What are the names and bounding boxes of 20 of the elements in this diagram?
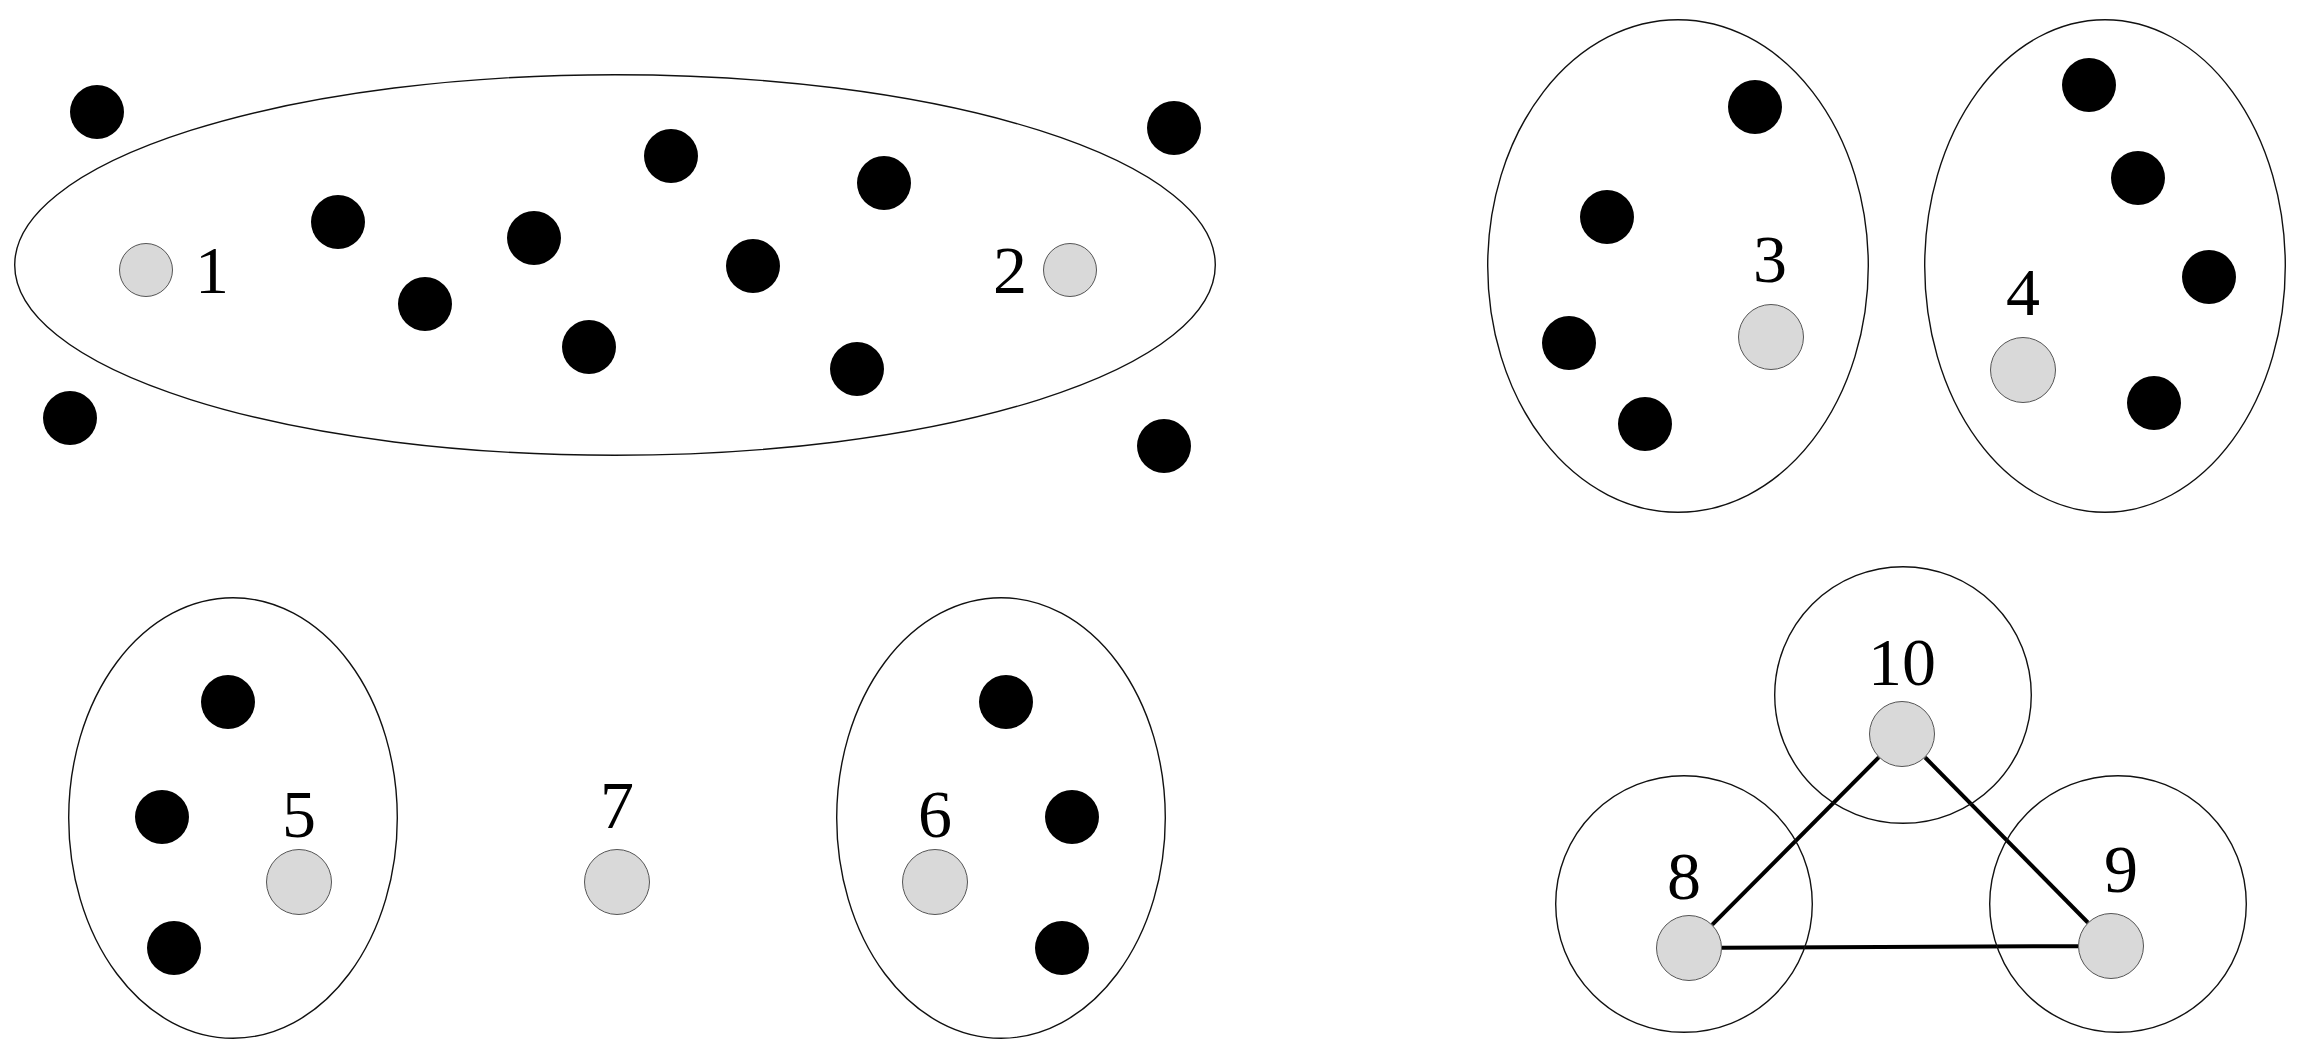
node-number: 4 xyxy=(2006,258,2040,326)
node-number: 2 xyxy=(993,236,1027,304)
node-number: 3 xyxy=(1753,225,1787,293)
node-number: 7 xyxy=(600,771,634,839)
circle-region xyxy=(1774,566,2032,824)
ellipse-region xyxy=(68,597,398,1039)
connector-line xyxy=(1923,756,2090,924)
node-number: 6 xyxy=(918,780,952,848)
connector-line xyxy=(1722,944,2078,950)
node-number: 8 xyxy=(1667,842,1701,910)
node-number: 1 xyxy=(195,236,229,304)
node-number: 5 xyxy=(282,780,316,848)
ellipse-region xyxy=(1487,19,1869,513)
circle-region xyxy=(1555,775,1813,1033)
circle-region xyxy=(1989,775,2247,1033)
connector-line xyxy=(1710,755,1881,927)
ellipse-region xyxy=(1924,19,2286,513)
node-number: 10 xyxy=(1868,628,1936,696)
ellipse-region xyxy=(836,597,1166,1039)
node-number: 9 xyxy=(2104,835,2138,903)
